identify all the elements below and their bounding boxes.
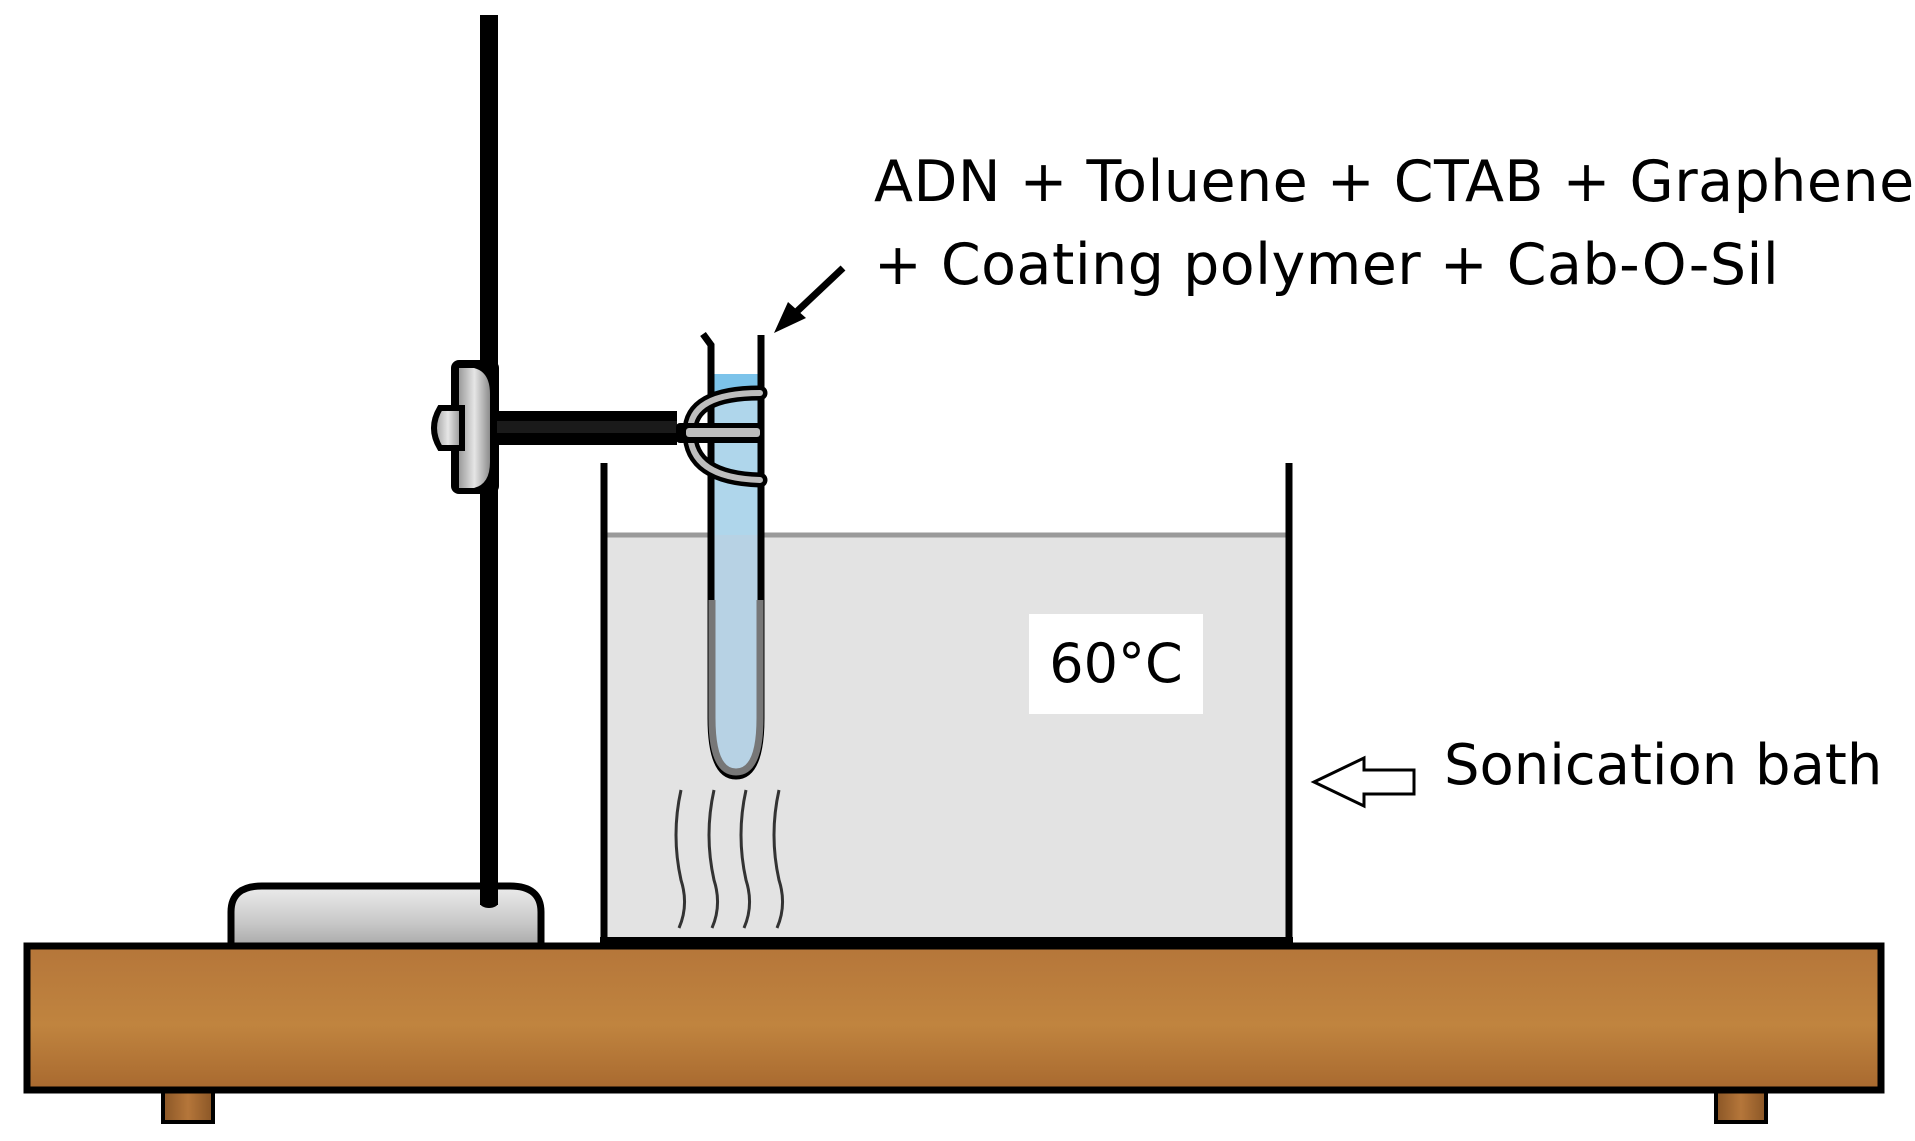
sonication-bath-label: Sonication bath [1444,733,1883,798]
hollow-arrow-icon [1310,755,1416,809]
tube-clamp-icon [676,385,768,488]
ultrasound-waves-icon [674,789,784,929]
clamp-arm [497,411,677,445]
mixture-label-line2: + Coating polymer + Cab-O-Sil [874,232,1780,298]
boss-head-knob [431,360,499,494]
mixture-label-line1: ADN + Toluene + CTAB + Graphene + [874,149,1915,215]
pointer-arrow-icon [774,265,846,333]
stand-base [227,882,545,950]
temperature-label: 60°C [1049,632,1183,695]
table-top [23,942,1885,1094]
temperature-label-box: 60°C [1029,614,1203,714]
